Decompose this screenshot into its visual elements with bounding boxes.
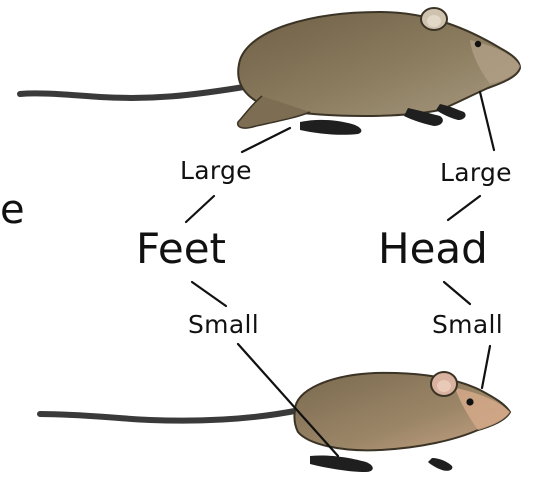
line-large-rat-feet-to-large [242,128,290,152]
line-large-to-head [448,196,480,220]
small-rat-tail [40,410,300,421]
line-feet-to-small [192,282,226,306]
large-rat-hind-foot [300,120,361,135]
head-title: Head [378,228,488,270]
line-head-to-small [444,282,470,304]
large-rat-tail [20,86,250,98]
large-rat-eye [475,41,481,47]
line-large-to-feet [186,196,214,222]
feet-small-label: Small [188,312,259,337]
small-rat-front-foot [428,458,452,471]
small-rat-eye [466,398,473,405]
line-small-to-small-rat-head [482,346,490,388]
edge-letter: e [0,190,25,230]
line-large-rat-head-to-large [480,92,494,150]
feet-title: Feet [136,228,226,270]
small-rat-ear-inner [437,380,451,392]
head-small-label: Small [432,312,503,337]
small-rat-hind-foot [310,455,373,472]
large-rat-illustration [20,8,520,135]
feet-large-label: Large [180,158,252,183]
head-large-label: Large [440,160,512,185]
large-rat-ear-inner [427,15,441,27]
